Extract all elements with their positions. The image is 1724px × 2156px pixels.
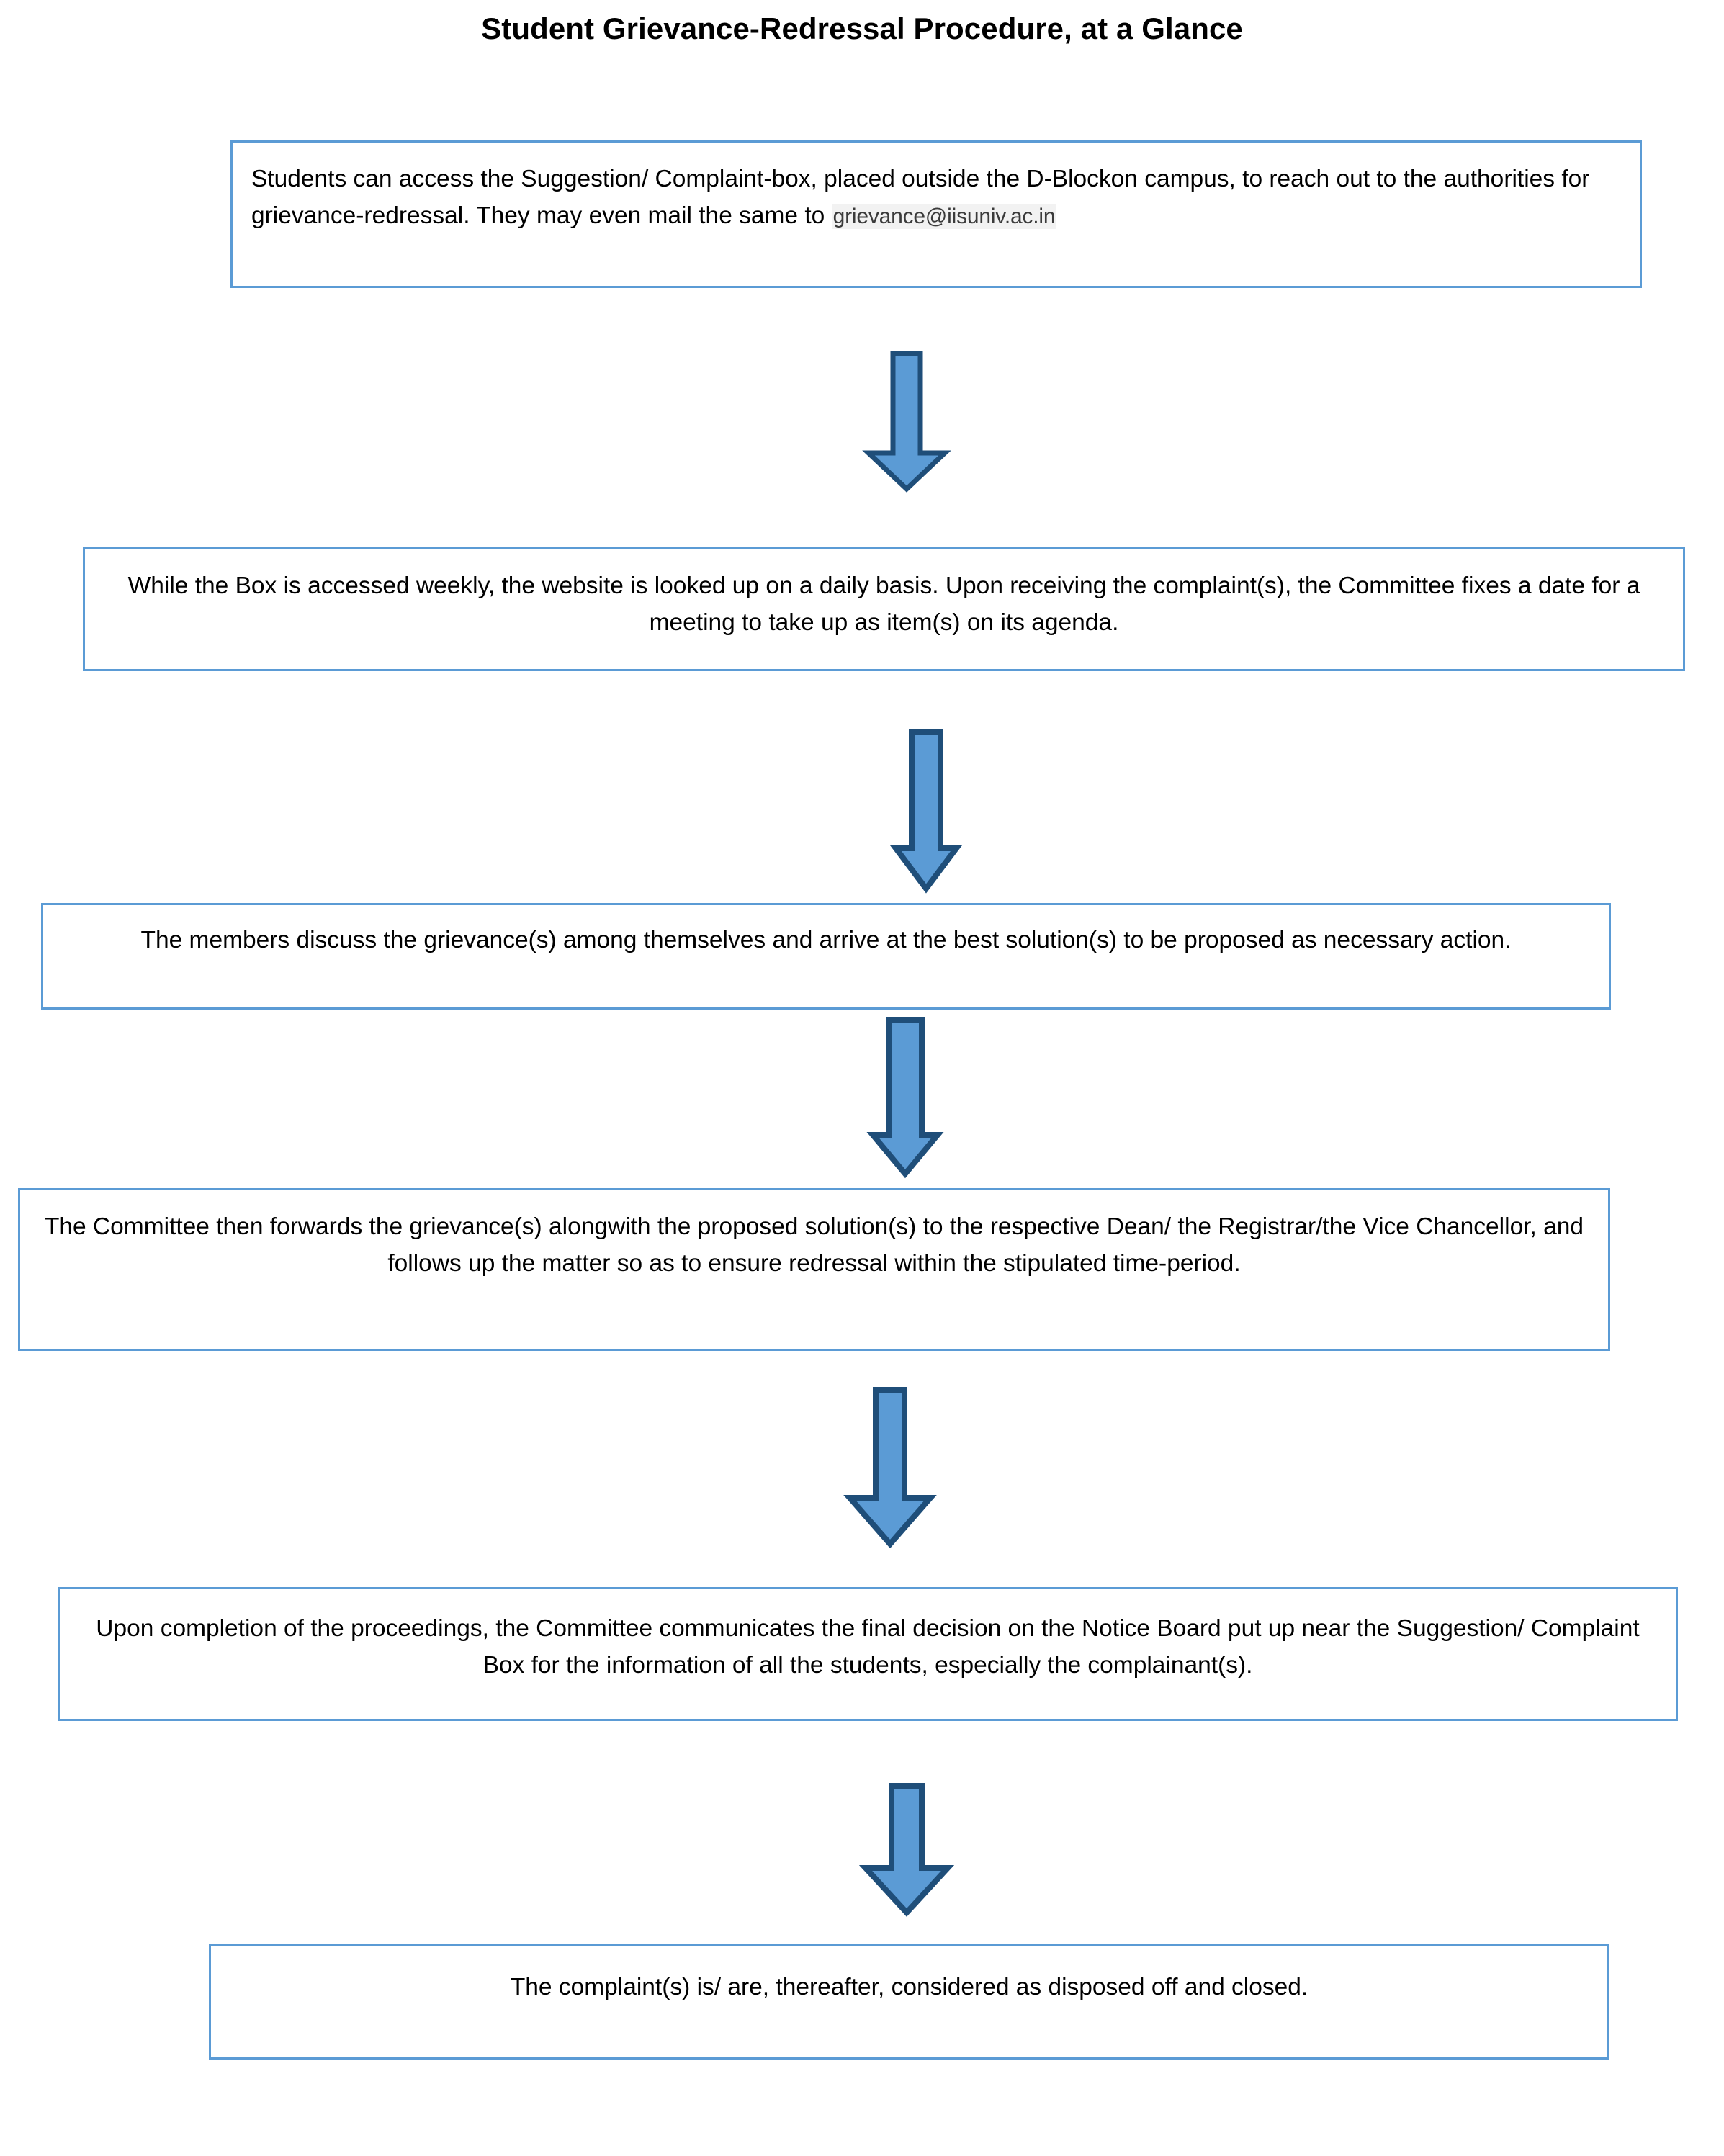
grievance-email-address[interactable]: grievance@iisuniv.ac.in <box>831 203 1057 229</box>
flow-step-box-3: The members discuss the grievance(s) amo… <box>41 903 1611 1010</box>
flow-step-text-1-body: Students can access the Suggestion/ Comp… <box>251 166 1590 229</box>
flow-step-box-1: Students can access the Suggestion/ Comp… <box>230 140 1642 288</box>
flow-step-box-2: While the Box is accessed weekly, the we… <box>83 547 1685 671</box>
flow-step-text-2: While the Box is accessed weekly, the we… <box>127 572 1640 636</box>
flow-step-box-6: The complaint(s) is/ are, thereafter, co… <box>209 1944 1609 2060</box>
down-arrow-icon <box>866 1017 944 1179</box>
connector-arrow-4 <box>841 1387 939 1549</box>
flow-step-text-5: Upon completion of the proceedings, the … <box>96 1615 1640 1679</box>
connector-arrow-5 <box>857 1783 955 1917</box>
down-arrow-icon <box>862 351 951 493</box>
connector-arrow-2 <box>880 729 971 894</box>
flow-step-box-4: The Committee then forwards the grievanc… <box>18 1188 1610 1351</box>
flow-step-text-4: The Committee then forwards the grievanc… <box>44 1213 1584 1277</box>
down-arrow-icon <box>843 1387 937 1549</box>
flow-step-text-6: The complaint(s) is/ are, thereafter, co… <box>510 1974 1308 2000</box>
down-arrow-icon <box>858 1783 955 1917</box>
flow-step-text-1: Students can access the Suggestion/ Comp… <box>233 143 1640 235</box>
flow-step-text-3: The members discuss the grievance(s) amo… <box>140 927 1512 953</box>
down-arrow-icon <box>890 729 962 894</box>
flow-step-box-5: Upon completion of the proceedings, the … <box>58 1587 1678 1721</box>
connector-arrow-1 <box>861 351 952 493</box>
connector-arrow-3 <box>860 1017 951 1179</box>
page-title: Student Grievance-Redressal Procedure, a… <box>481 12 1243 45</box>
